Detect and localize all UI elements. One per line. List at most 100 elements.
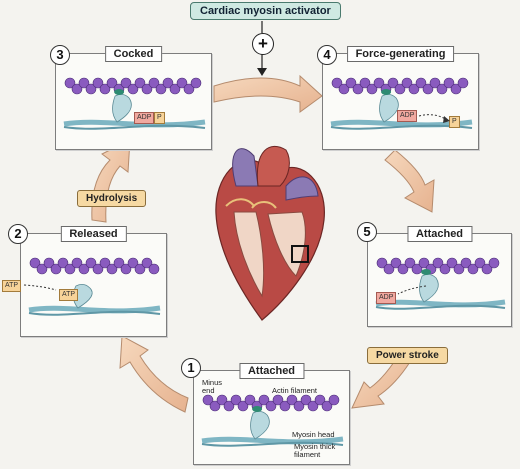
power-stroke-label: Power stroke <box>367 347 448 364</box>
actin-bead <box>408 83 420 95</box>
adp-tag: ADP <box>376 292 397 304</box>
actin-bead <box>321 400 333 412</box>
actin-bead <box>216 394 228 406</box>
cardiac-myosin-activator-label: Cardiac myosin activator <box>190 2 341 20</box>
actin-bead <box>457 77 469 89</box>
myosin-thick-filament-label: Myosin thick filament <box>294 442 336 459</box>
actin-bead <box>155 83 167 95</box>
panel-title: Released <box>60 226 127 242</box>
thick-filament-icon <box>28 305 161 316</box>
actin-bead <box>387 77 399 89</box>
actin-bead <box>85 83 97 95</box>
actin-bead <box>134 263 146 275</box>
thick-filament-strand <box>201 441 344 447</box>
actin-filament-icon <box>29 257 160 275</box>
actin-bead <box>397 263 409 275</box>
actin-bead <box>373 77 385 89</box>
actin-bead <box>36 263 48 275</box>
actin-bead <box>446 257 458 269</box>
actin-bead <box>237 400 249 412</box>
actin-bead <box>328 394 340 406</box>
sarcomere-illustration <box>201 394 344 447</box>
actin-bead <box>272 394 284 406</box>
actin-bead <box>64 263 76 275</box>
actin-bead <box>78 263 90 275</box>
actin-bead <box>230 394 242 406</box>
actin-bead <box>366 83 378 95</box>
actin-bead <box>92 263 104 275</box>
thick-filament-strand <box>201 436 344 445</box>
actin-bead <box>436 83 448 95</box>
actin-bead <box>148 263 160 275</box>
binding-site <box>252 406 263 412</box>
actin-bead <box>162 77 174 89</box>
actin-bead <box>390 257 402 269</box>
step-number-5: 5 <box>357 222 377 242</box>
actin-bead <box>113 257 125 269</box>
actin-bead <box>429 77 441 89</box>
actin-bead <box>183 83 195 95</box>
adp-tag: ADP <box>397 110 418 122</box>
actin-bead <box>169 83 181 95</box>
actin-bead <box>134 77 146 89</box>
plus-icon: + <box>252 33 274 55</box>
actin-bead <box>50 263 62 275</box>
actin-bead <box>127 257 139 269</box>
step-number-1: 1 <box>181 358 201 378</box>
actin-bead <box>460 257 472 269</box>
actin-filament-icon <box>331 77 469 95</box>
panel-title: Attached <box>406 226 473 242</box>
actin-bead <box>300 394 312 406</box>
arrow-1-to-2 <box>119 335 189 413</box>
myosin-head-icon <box>250 411 270 440</box>
actin-bead <box>141 257 153 269</box>
actin-bead <box>411 263 423 275</box>
actin-bead <box>352 83 364 95</box>
actin-bead <box>422 83 434 95</box>
actin-bead <box>401 77 413 89</box>
actin-bead <box>293 400 305 412</box>
actin-filament-label: Actin filament <box>272 386 318 395</box>
atp-incoming-tag: ATP <box>2 280 22 292</box>
binding-site <box>114 89 125 95</box>
actin-bead <box>439 263 451 275</box>
actin-bead <box>474 257 486 269</box>
thick-filament-icon <box>63 119 206 130</box>
thick-filament-strand <box>28 305 161 314</box>
adp-tag: ADP <box>134 112 155 124</box>
thick-filament-icon <box>201 436 344 447</box>
actin-bead <box>314 394 326 406</box>
actin-bead <box>71 83 83 95</box>
arrow-3-to-4 <box>213 74 323 113</box>
minus-end-label: Minus end <box>202 378 223 395</box>
actin-bead <box>450 83 462 95</box>
actin-bead <box>467 263 479 275</box>
myosin-head-icon <box>112 94 132 123</box>
panel-title: Attached <box>238 363 305 379</box>
actin-bead <box>106 77 118 89</box>
actin-bead <box>223 400 235 412</box>
actin-bead <box>488 257 500 269</box>
myosin-head-label: Myosin head <box>292 430 335 439</box>
actin-bead <box>394 83 406 95</box>
actin-bead <box>359 77 371 89</box>
actin-bead <box>64 77 76 89</box>
actin-bead <box>141 83 153 95</box>
actin-bead <box>106 263 118 275</box>
p-tag: P <box>154 112 165 124</box>
hydrolysis-label: Hydrolysis <box>77 190 147 207</box>
actin-bead <box>415 77 427 89</box>
actin-bead <box>307 400 319 412</box>
sarcomere-illustration <box>375 257 506 310</box>
arrow-4-to-5 <box>384 149 435 213</box>
atp-binding-arrow <box>23 284 57 291</box>
actin-bead <box>78 77 90 89</box>
arrow-5-to-1 <box>351 355 411 409</box>
actin-bead <box>85 257 97 269</box>
actin-bead <box>265 400 277 412</box>
actin-bead <box>404 257 416 269</box>
arrow-2-to-3 <box>91 139 131 223</box>
actin-bead <box>383 263 395 275</box>
